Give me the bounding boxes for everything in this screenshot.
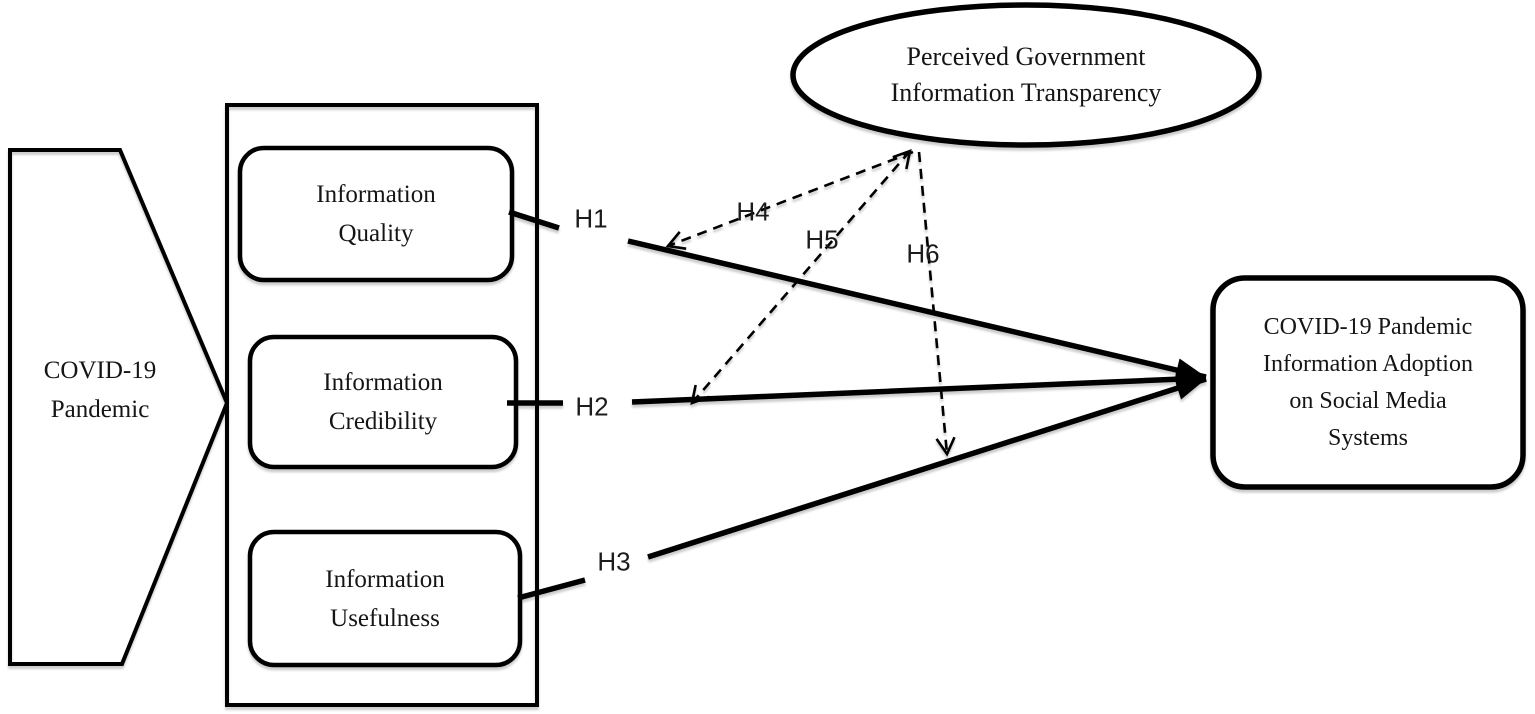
information-credibility-box [247, 334, 519, 470]
information-quality-box [237, 145, 515, 283]
h4-label: H4 [736, 196, 770, 227]
h5-label: H5 [805, 224, 839, 255]
h4-moderation-arrow [665, 150, 914, 250]
h6-moderation-arrow [917, 151, 956, 457]
h5-moderation-arrow [690, 148, 912, 406]
h2-arrow-line [631, 367, 1207, 405]
h3-arrow-stub [517, 577, 586, 601]
information-usefulness-box [247, 529, 523, 668]
h2-label: H2 [575, 391, 609, 422]
h3-arrow-line [647, 376, 1207, 560]
adoption-box [1210, 275, 1526, 490]
transparency-ellipse [790, 2, 1262, 148]
h1-arrow-stub [508, 209, 560, 231]
h1-label: H1 [574, 203, 608, 234]
h3-label: H3 [597, 546, 631, 577]
h6-label: H6 [906, 238, 940, 269]
covid-pandemic-shape [8, 148, 230, 666]
